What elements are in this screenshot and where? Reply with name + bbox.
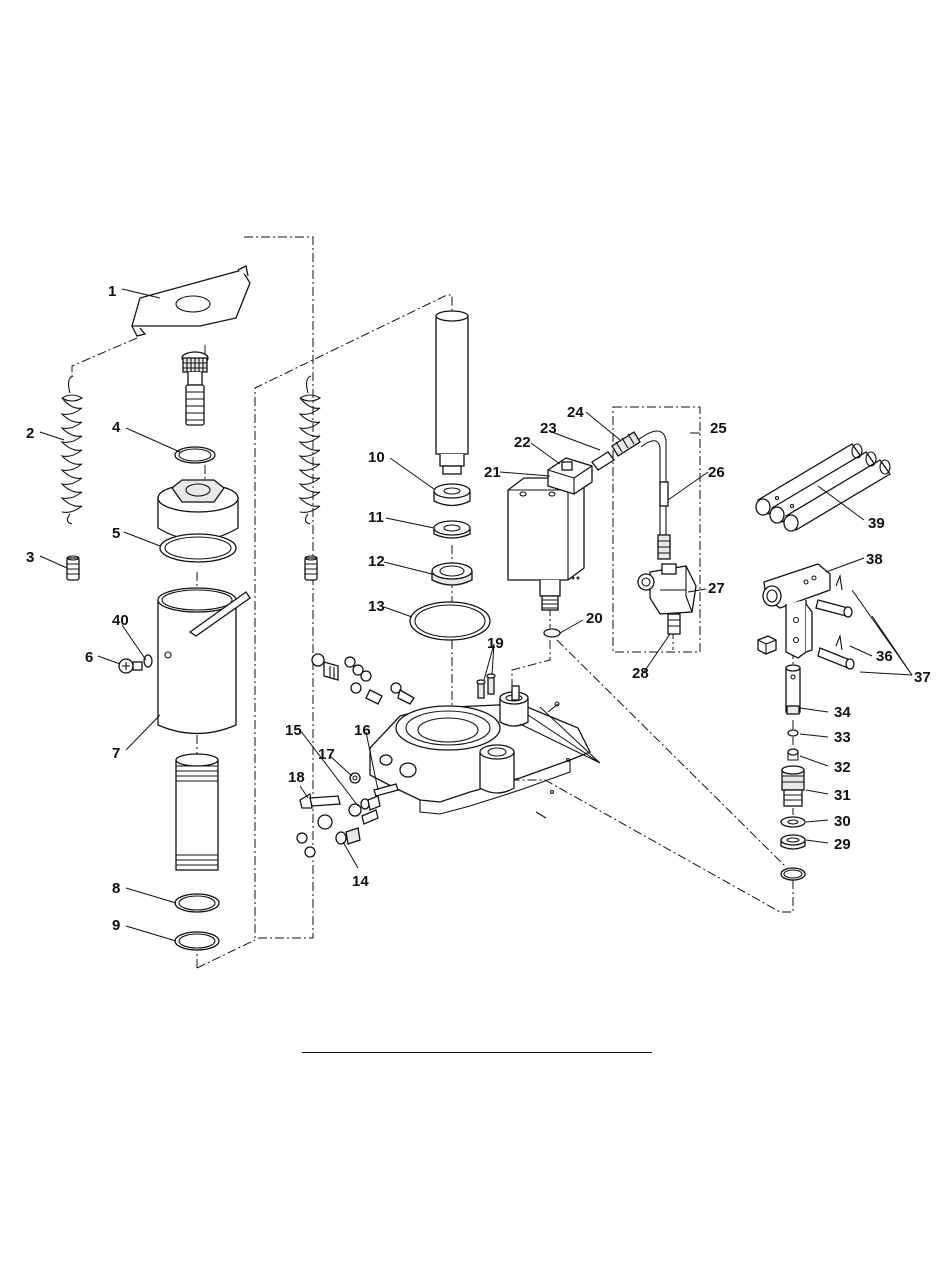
- part-27-coupler-block: [638, 564, 696, 614]
- lower-o-ring: [781, 868, 805, 880]
- threaded-tube: [176, 754, 218, 870]
- callout-5: 5: [112, 525, 120, 542]
- callout-40: 40: [112, 612, 129, 629]
- callout-14: 14: [352, 873, 369, 890]
- callout-21: 21: [484, 464, 501, 481]
- callout-18: 18: [288, 769, 305, 786]
- callout-34: 34: [834, 704, 851, 721]
- callout-39: 39: [868, 515, 885, 532]
- part-18-valve-screw: [300, 794, 340, 808]
- callout-29: 29: [834, 836, 851, 853]
- part-34-piston: [786, 665, 800, 714]
- divider-rule: [302, 1052, 652, 1053]
- callout-16: 16: [354, 722, 371, 739]
- callout-32: 32: [834, 759, 851, 776]
- part-23-fitting: [592, 452, 614, 470]
- part-30-seal: [781, 817, 805, 827]
- callout-19: 19: [487, 635, 504, 652]
- filter-plunger: [182, 352, 208, 425]
- callout-28: 28: [632, 665, 649, 682]
- callout-33: 33: [834, 729, 851, 746]
- callout-3: 3: [26, 549, 34, 566]
- part-24-coupler: [612, 432, 640, 456]
- part-4-o-ring: [175, 447, 215, 463]
- part-36-pins: [816, 600, 854, 669]
- callout-30: 30: [834, 813, 851, 830]
- callout-13: 13: [368, 598, 385, 615]
- callout-22: 22: [514, 434, 531, 451]
- part-29-washer: [781, 835, 805, 849]
- callout-11: 11: [368, 509, 384, 526]
- part-14-plug: [297, 810, 378, 857]
- callout-26: 26: [708, 464, 725, 481]
- part-5-reservoir-cap: [158, 480, 238, 562]
- part-28-nipple: [668, 614, 680, 634]
- callout-12: 12: [368, 553, 385, 570]
- part-12-cup-seal: [432, 563, 472, 585]
- callout-8: 8: [112, 880, 120, 897]
- part-31-valve-body: [782, 766, 804, 806]
- callout-25: 25: [710, 420, 727, 437]
- part-1-top-plate: [132, 266, 250, 336]
- callout-37: 37: [914, 669, 931, 686]
- callout-17: 17: [318, 746, 335, 763]
- callout-20: 20: [586, 610, 603, 627]
- callout-2: 2: [26, 425, 34, 442]
- part-10-seal: [434, 484, 470, 506]
- callout-24: 24: [567, 404, 584, 421]
- part-22-connector: [548, 458, 592, 494]
- callout-1: 1: [108, 283, 116, 300]
- callout-31: 31: [834, 787, 851, 804]
- callout-23: 23: [540, 420, 557, 437]
- part-11-washer: [434, 521, 470, 538]
- part-20-o-ring: [544, 629, 560, 637]
- part-19-bolts: [477, 674, 495, 698]
- callout-36: 36: [876, 648, 893, 665]
- part-8-o-ring: [175, 894, 219, 912]
- part-13-large-o-ring: [410, 602, 490, 640]
- part-32-spring: [788, 749, 798, 760]
- callout-10: 10: [368, 449, 385, 466]
- part-2-spring-left: [62, 376, 82, 524]
- part-40-washer: [144, 655, 152, 667]
- callout-4: 4: [112, 419, 121, 436]
- square-block: [758, 636, 776, 654]
- part-6-screw: [119, 659, 142, 673]
- callout-38: 38: [866, 551, 883, 568]
- callout-6: 6: [85, 649, 93, 666]
- callout-15: 15: [285, 722, 302, 739]
- callout-9: 9: [112, 917, 120, 934]
- part-7-reservoir: [158, 588, 250, 734]
- ram-plunger: [436, 311, 468, 474]
- part-33-o-ring: [788, 730, 798, 736]
- valve-screws-upper: [312, 654, 414, 704]
- part-9-o-ring: [175, 932, 219, 950]
- callout-7: 7: [112, 745, 120, 762]
- part-26-hose: [638, 431, 670, 559]
- callout-27: 27: [708, 580, 725, 597]
- part-17-washer: [350, 773, 360, 783]
- part-2-spring-right: [300, 376, 320, 524]
- part-21-pump-body: [508, 478, 584, 610]
